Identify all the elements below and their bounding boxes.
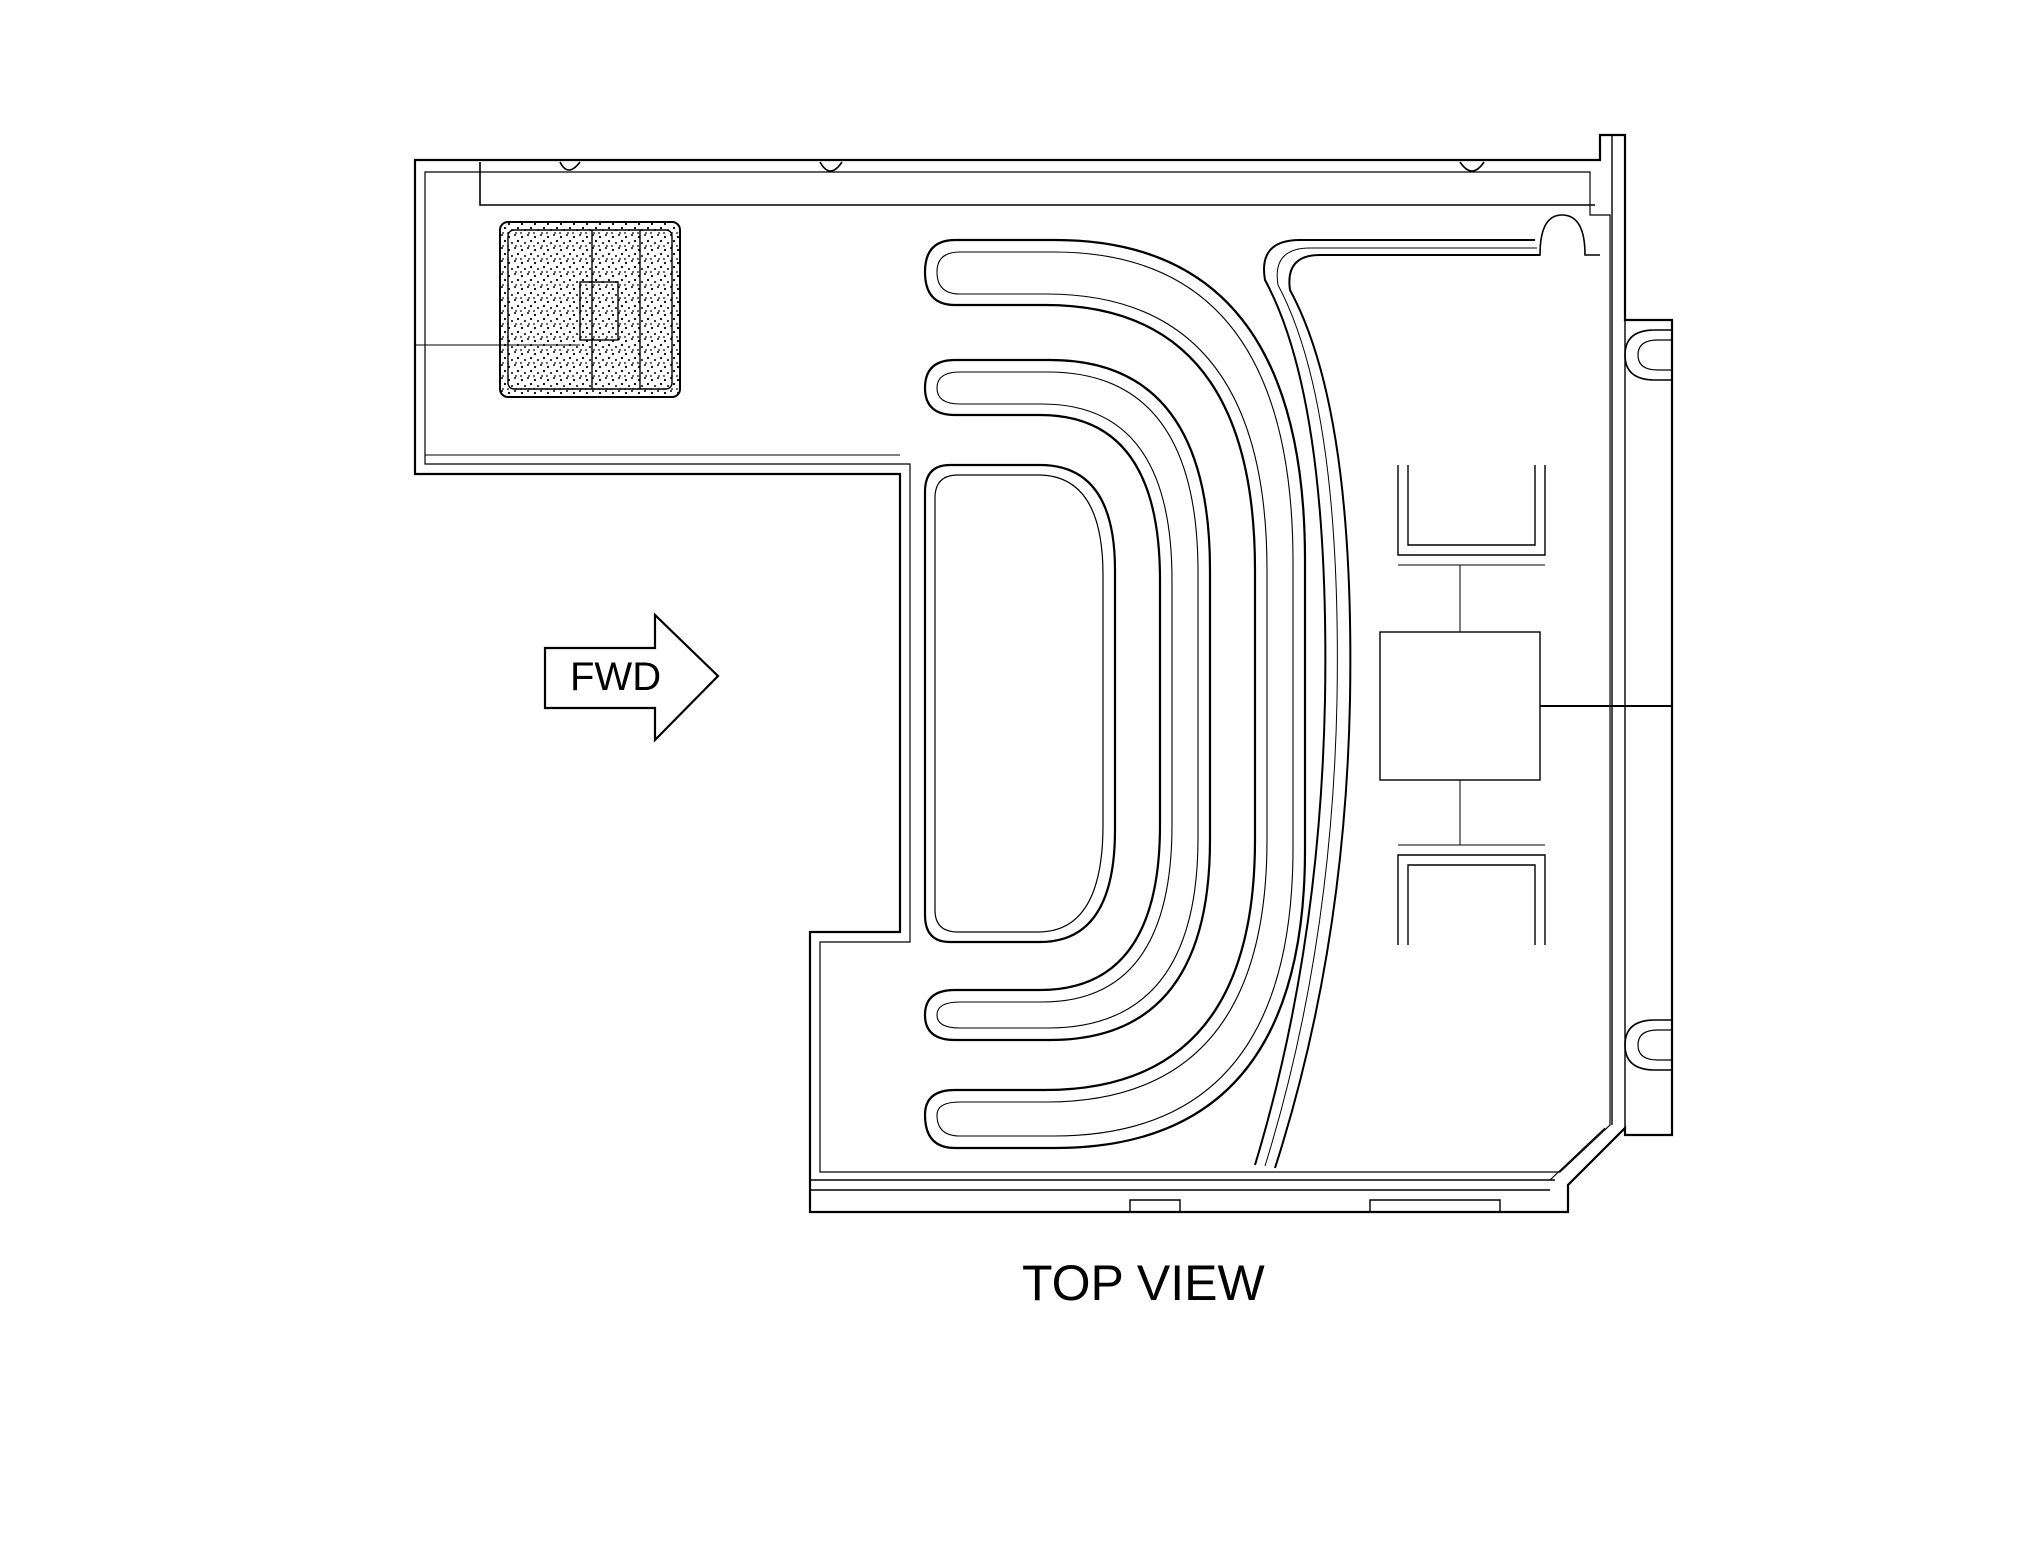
u-grooves	[923, 238, 1307, 1150]
right-arrow-icon	[543, 612, 720, 743]
tray-body	[413, 133, 1674, 1214]
view-label: TOP VIEW	[1022, 1255, 1265, 1311]
square-pocket	[499, 221, 681, 398]
right-side-clips	[1624, 329, 1672, 1071]
upper-bracket	[1397, 465, 1546, 566]
lower-bracket	[1397, 844, 1546, 945]
curved-channel	[1254, 214, 1600, 1169]
direction-label: FWD	[570, 655, 661, 699]
center-block	[1379, 565, 1672, 845]
